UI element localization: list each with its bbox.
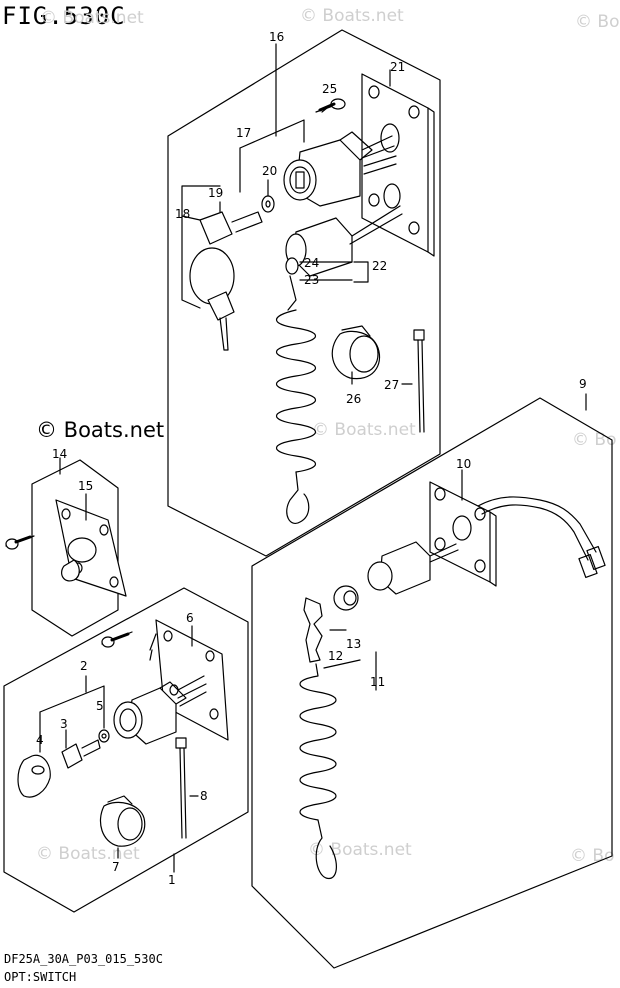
key-switch-icon (283, 131, 397, 207)
cable-tie-icon (175, 737, 187, 839)
leader-line (323, 393, 587, 691)
callout-3: 3 (60, 717, 68, 731)
lock-plate-12 (303, 597, 323, 663)
watermark: © Bo (572, 430, 617, 450)
nut-13 (333, 585, 359, 611)
leader-line (117, 795, 199, 873)
callout-5: 5 (96, 699, 104, 713)
callout-11: 11 (370, 675, 385, 689)
watermark: © Boats.net (40, 8, 144, 28)
leader-line (351, 371, 413, 385)
mounting-plate-21 (361, 73, 435, 257)
callout-22: 22 (372, 259, 387, 273)
watermark: © Boats.net (300, 6, 404, 26)
washer-5 (98, 729, 110, 743)
callout-21: 21 (390, 60, 405, 74)
callout-14: 14 (52, 447, 67, 461)
leader-line (39, 675, 105, 753)
watermark: © Boats.net (36, 844, 140, 864)
cable-tie-icon (413, 329, 425, 433)
watermark: © Boats.net (312, 420, 416, 440)
callout-1: 1 (168, 873, 176, 887)
callout-15: 15 (78, 479, 93, 493)
callout-18: 18 (175, 207, 190, 221)
watermark-main: © Boats.net (36, 418, 165, 442)
callout-6: 6 (186, 611, 194, 625)
callout-17: 17 (236, 126, 251, 140)
rubber-cap-icon (331, 325, 381, 380)
callout-4: 4 (36, 733, 44, 747)
model-code: DF25A_30A_P03_015_530C (4, 952, 163, 966)
callout-26: 26 (346, 392, 361, 406)
kit-box-1 (3, 587, 249, 913)
leader-line (149, 625, 193, 661)
watermark: © Bo (575, 12, 620, 32)
callout-10: 10 (456, 457, 471, 471)
key-switch-icon (113, 675, 207, 745)
callout-8: 8 (200, 789, 208, 803)
callout-20: 20 (262, 164, 277, 178)
toggle-switch-icon (55, 499, 127, 597)
callout-19: 19 (208, 186, 223, 200)
callout-7: 7 (112, 860, 120, 874)
leader-line (299, 69, 391, 283)
washer-20 (261, 195, 275, 213)
callout-16: 16 (269, 30, 284, 44)
callout-9: 9 (579, 377, 587, 391)
lanyard-stop-switch-icon (367, 541, 459, 595)
mounting-plate-10 (429, 481, 606, 587)
leader-line (181, 179, 269, 221)
kit-box-9 (251, 397, 613, 969)
rubber-cap-icon (99, 795, 146, 847)
callout-12: 12 (328, 649, 343, 663)
callout-25: 25 (322, 82, 337, 96)
callout-27: 27 (384, 378, 399, 392)
callout-23: 23 (304, 273, 319, 287)
key-icon (61, 739, 101, 769)
figure-title: FIG.530C (2, 2, 126, 30)
screw-icon (101, 631, 133, 648)
leader-line (181, 43, 305, 309)
kit-box-16 (167, 29, 441, 557)
screw-icon (5, 535, 35, 550)
kit-box-14 (31, 459, 119, 637)
figure-caption: OPT:SWITCH (4, 970, 77, 984)
callout-13: 13 (346, 637, 361, 651)
callout-2: 2 (80, 659, 88, 673)
callout-24: 24 (304, 256, 319, 270)
coiled-lanyard-icon (299, 663, 337, 880)
coiled-lanyard-icon (275, 309, 317, 524)
watermark: © Bo (570, 846, 615, 866)
leader-line (59, 457, 87, 521)
key-icon (189, 211, 263, 351)
key-cap-4 (17, 754, 51, 798)
